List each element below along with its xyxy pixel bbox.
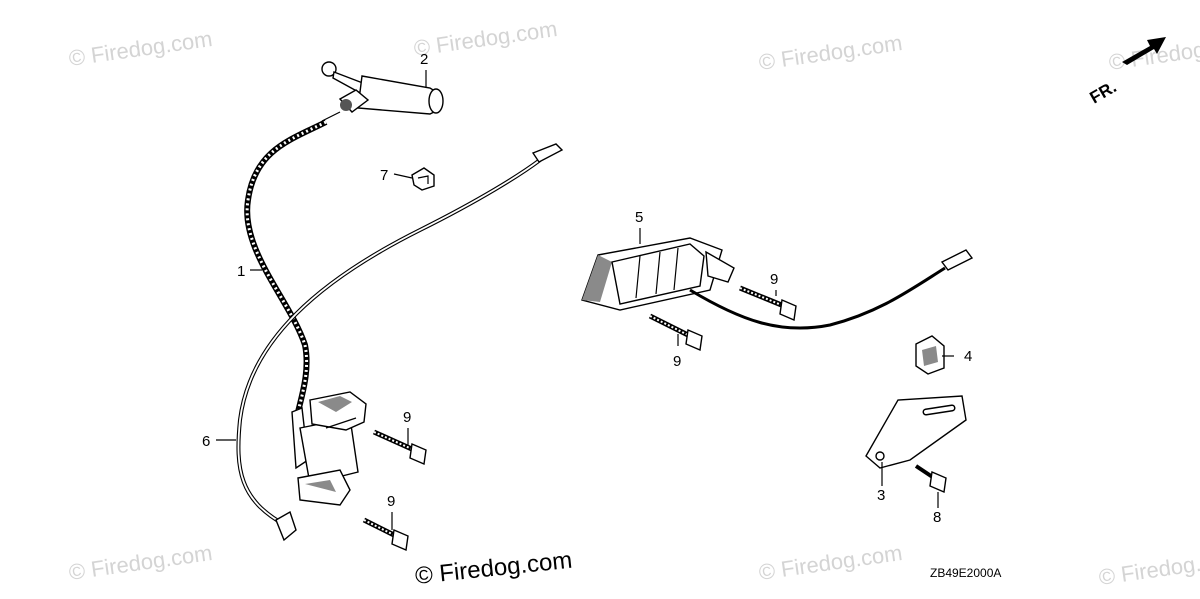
spark-plug-cap [321,61,444,122]
bracket-plate [865,395,967,469]
callout-7: 7 [380,167,388,184]
module-wire [689,249,974,330]
watermark: © Firedog.com [412,16,559,61]
callout-9-coil-lower: 9 [387,493,395,510]
callout-3: 3 [877,487,885,504]
watermark: © Firedog.com [1097,545,1200,590]
ignition-module [581,237,735,311]
bolt-8 [914,464,947,494]
watermark: © Firedog.com [67,26,214,71]
leader-lines [216,70,954,530]
callout-6: 6 [202,433,210,450]
callout-5: 5 [635,209,643,226]
front-arrow-icon [1122,37,1166,65]
callout-1: 1 [237,263,245,280]
drawing-code: ZB49E2000A [930,566,1001,580]
stop-wire [236,143,564,542]
callout-9-module-lower: 9 [673,353,681,370]
callout-layer: 2 7 1 6 5 9 9 9 9 4 3 8 [202,51,972,526]
watermark: © Firedog.com [1107,30,1200,75]
bolt-9-module-lower [648,313,703,352]
ignition-cable [244,119,328,413]
watermark: © Firedog.com [757,30,904,75]
callout-9-coil-upper: 9 [403,409,411,426]
ignition-coil [291,391,367,506]
callout-4: 4 [964,348,972,365]
callout-9-module-upper: 9 [770,271,778,288]
bolt-9-coil-upper [372,429,427,466]
callout-2: 2 [420,51,428,68]
grommet [915,335,945,375]
center-watermark: © Firedog.com [414,547,574,590]
bolt-9-module-upper [739,285,797,322]
cable-clip [411,167,435,191]
watermark: © Firedog.com [67,540,214,585]
callout-8: 8 [933,509,941,526]
front-label: FR. [1087,77,1120,107]
bolt-9-coil-lower [362,517,409,552]
watermark: © Firedog.com [757,540,904,585]
